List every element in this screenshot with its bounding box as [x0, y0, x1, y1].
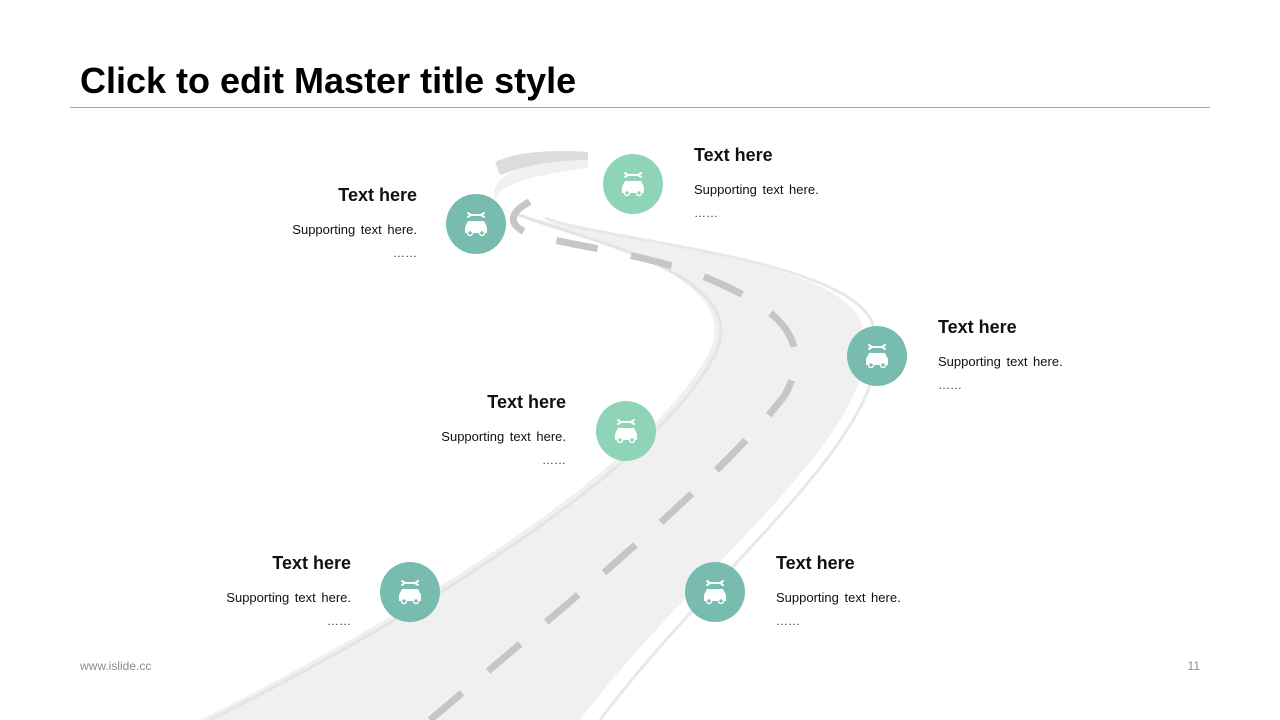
milestone-ellipsis: …… — [938, 378, 962, 392]
car-repair-icon — [622, 172, 644, 197]
car-repair-icon — [704, 580, 726, 605]
car-repair-icon — [465, 212, 487, 237]
milestone-ellipsis: …… — [776, 614, 800, 628]
milestone-support[interactable]: Supporting text here. — [776, 590, 901, 605]
milestone-heading[interactable]: Text here — [938, 317, 1017, 337]
milestone-text-5: Text here Supporting text here. …… — [101, 552, 351, 628]
milestone-text-2: Text here Supporting text here. …… — [694, 144, 944, 220]
milestone-marker-1[interactable] — [446, 194, 506, 254]
milestone-support[interactable]: Supporting text here. — [694, 182, 819, 197]
car-repair-icon — [399, 580, 421, 605]
milestone-ellipsis: …… — [542, 453, 566, 467]
car-repair-icon — [615, 419, 637, 444]
milestone-heading[interactable]: Text here — [272, 553, 351, 573]
milestone-marker-4[interactable] — [596, 401, 656, 461]
milestone-marker-5[interactable] — [380, 562, 440, 622]
milestone-ellipsis: …… — [327, 614, 351, 628]
road-edge-left — [209, 210, 723, 720]
page-number: 11 — [1187, 659, 1200, 673]
milestone-support[interactable]: Supporting text here. — [441, 429, 566, 444]
milestone-text-1: Text here Supporting text here. …… — [167, 184, 417, 260]
title-divider — [70, 107, 1210, 108]
milestone-marker-6[interactable] — [685, 562, 745, 622]
milestone-marker-2[interactable] — [603, 154, 663, 214]
page-title[interactable]: Click to edit Master title style — [80, 60, 577, 101]
milestone-text-4: Text here Supporting text here. …… — [316, 391, 566, 467]
milestone-support[interactable]: Supporting text here. — [938, 354, 1063, 369]
milestone-heading[interactable]: Text here — [487, 392, 566, 412]
car-repair-icon — [866, 344, 888, 369]
milestone-heading[interactable]: Text here — [776, 553, 855, 573]
milestone-text-6: Text here Supporting text here. …… — [776, 552, 1026, 628]
milestone-support[interactable]: Supporting text here. — [226, 590, 351, 605]
milestone-ellipsis: …… — [694, 206, 718, 220]
milestone-heading[interactable]: Text here — [338, 185, 417, 205]
milestone-text-3: Text here Supporting text here. …… — [938, 316, 1188, 392]
milestone-ellipsis: …… — [393, 246, 417, 260]
milestone-marker-3[interactable] — [847, 326, 907, 386]
road-center-dashes — [427, 191, 799, 720]
milestone-heading[interactable]: Text here — [694, 145, 773, 165]
footer-url: www.islide.cc — [80, 659, 152, 673]
milestone-support[interactable]: Supporting text here. — [292, 222, 417, 237]
road-far-segment — [495, 151, 588, 175]
